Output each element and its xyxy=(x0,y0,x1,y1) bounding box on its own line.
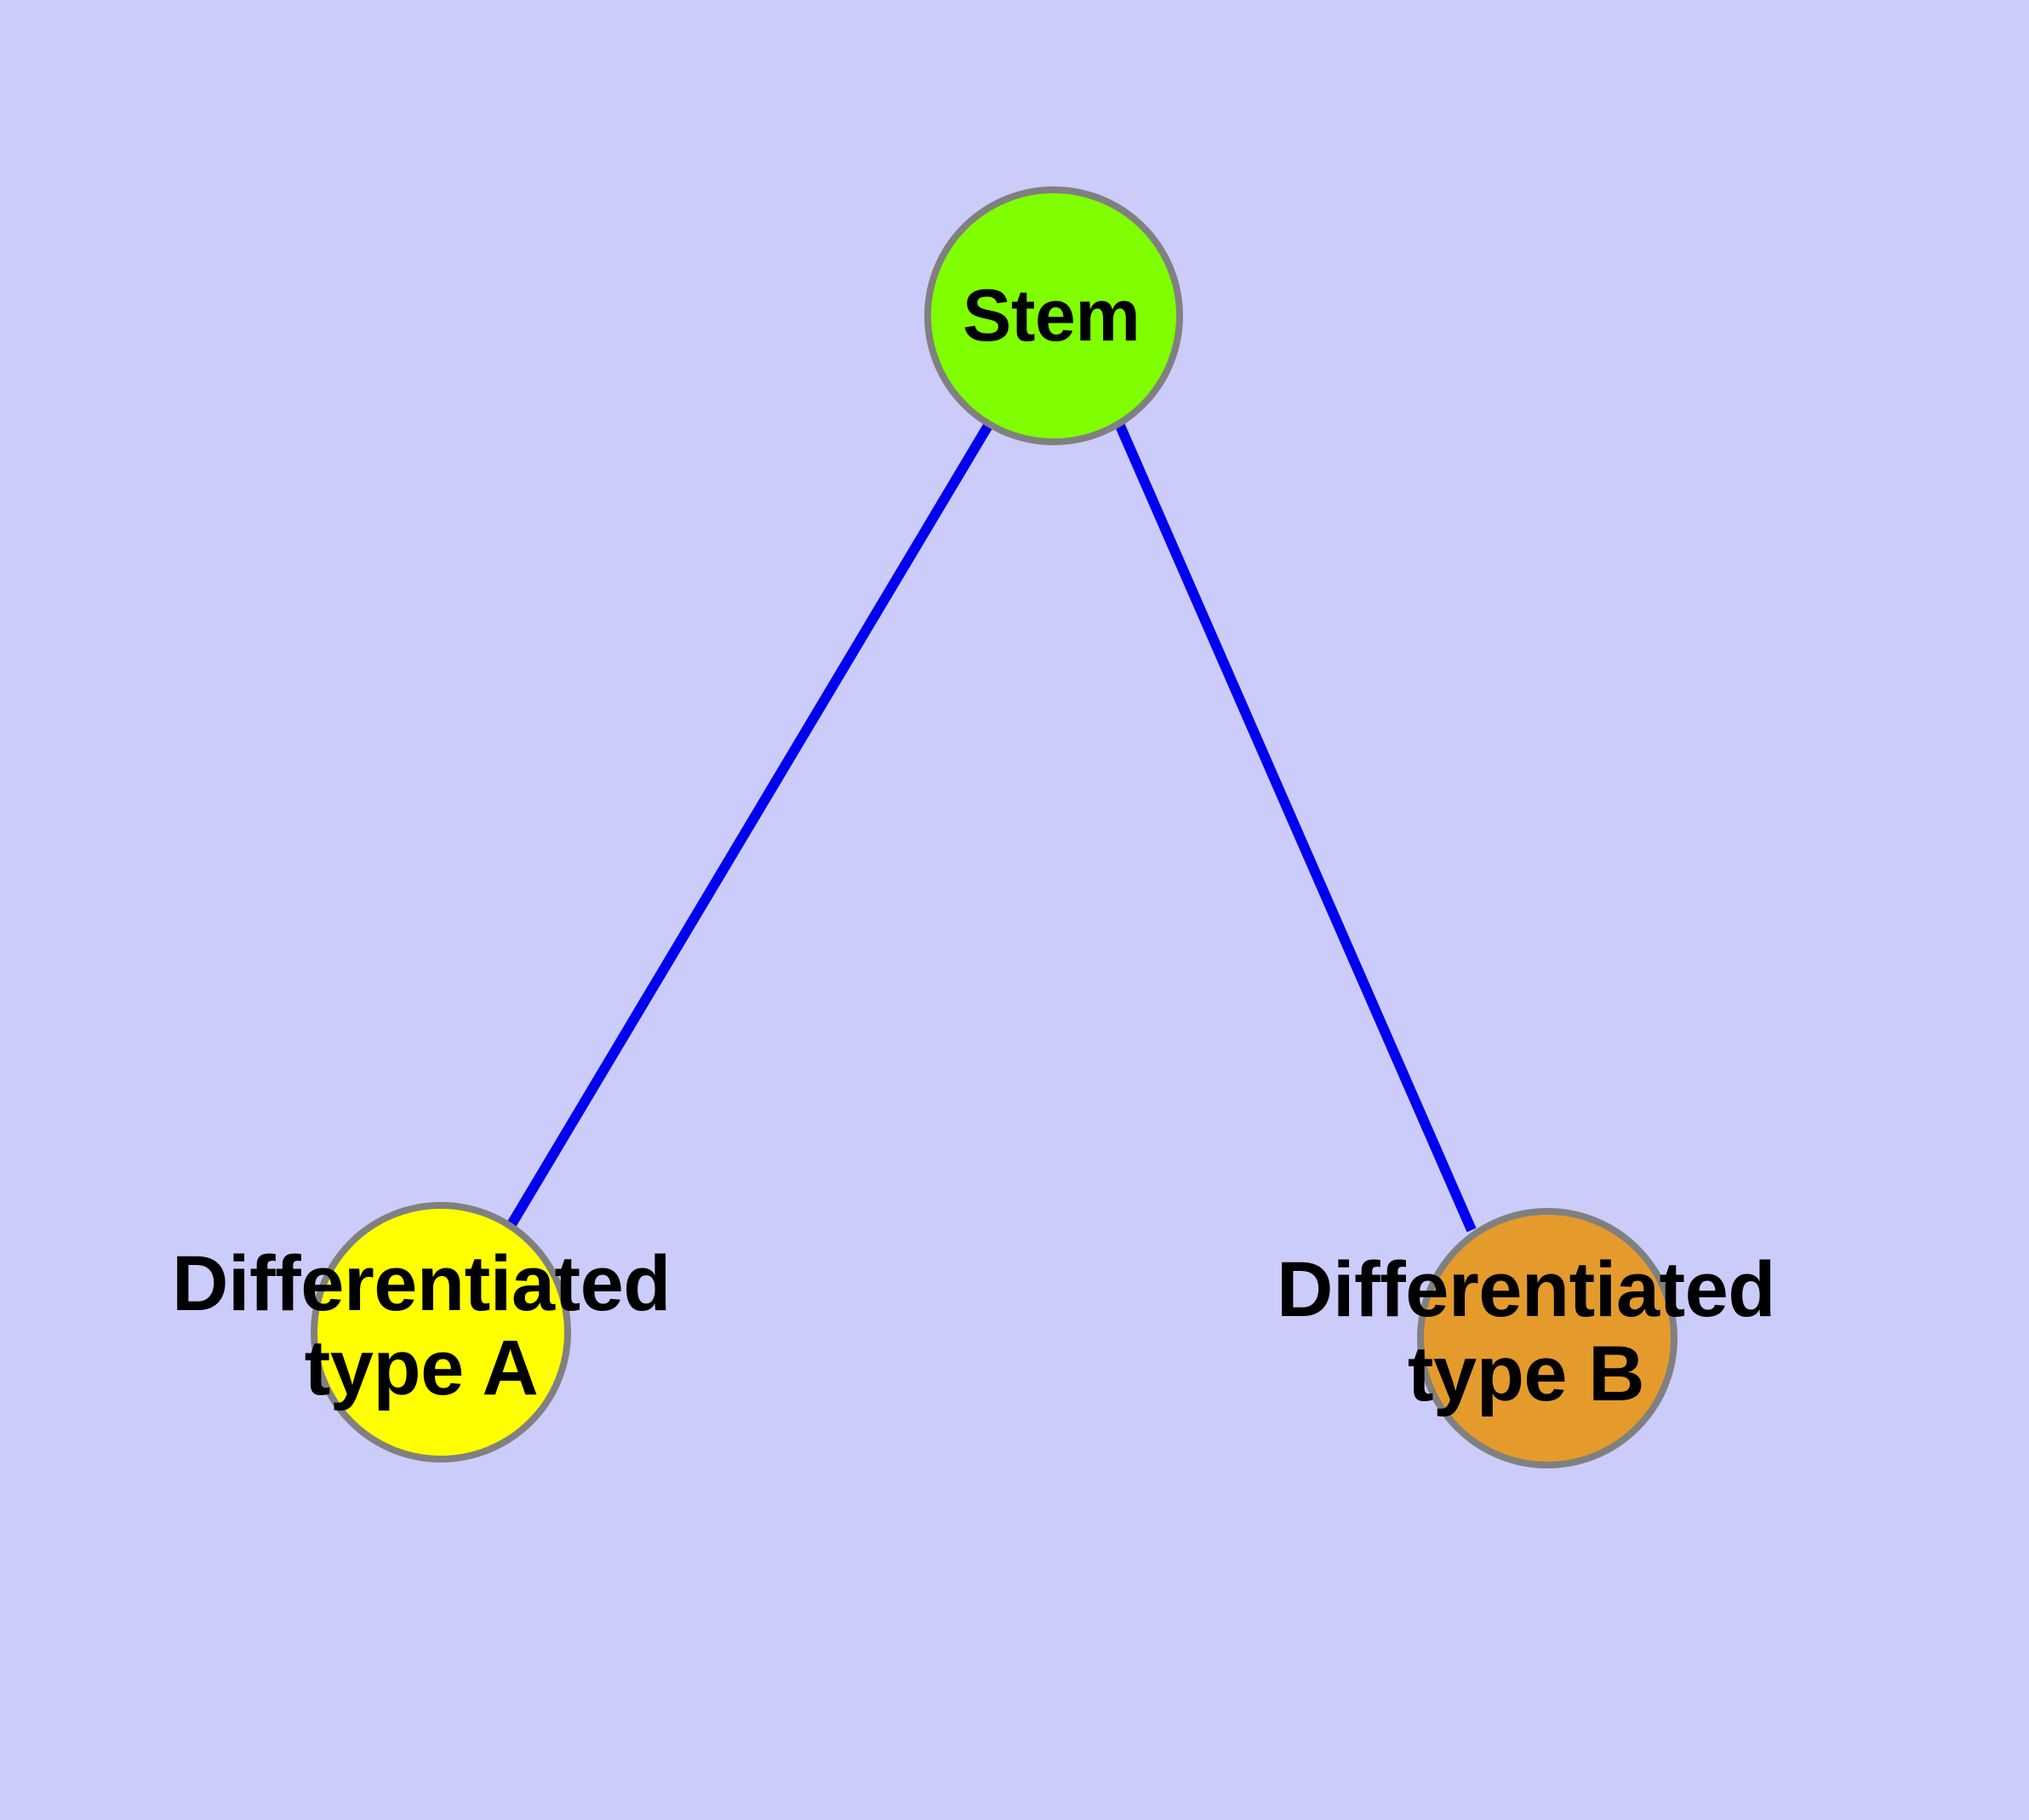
node-stem-label-line-1: Stem xyxy=(963,275,1140,357)
edge-stem-to-differentiated-type-b xyxy=(1115,423,1477,1233)
node-stem-circle[interactable] xyxy=(924,186,1183,445)
node-differentiated-type-b-label-line-1: Differentiated xyxy=(1277,1246,1775,1333)
node-differentiated-type-a-circle[interactable] xyxy=(311,1202,571,1462)
edge-layer xyxy=(506,422,1477,1233)
node-stem-label: Stem xyxy=(0,277,2029,356)
node-differentiated-type-a-label: Differentiated type A xyxy=(0,1240,843,1412)
node-layer xyxy=(311,186,1677,1468)
node-differentiated-type-b-label-line-2: type B xyxy=(1407,1331,1645,1418)
node-differentiated-type-a-label-line-1: Differentiated xyxy=(172,1240,671,1327)
node-differentiated-type-a-label-line-2: type A xyxy=(304,1325,539,1412)
node-differentiated-type-b-label: Differentiated type B xyxy=(1105,1246,1947,1418)
edge-stem-to-differentiated-type-a xyxy=(506,422,993,1229)
node-differentiated-type-b-circle[interactable] xyxy=(1417,1208,1677,1468)
